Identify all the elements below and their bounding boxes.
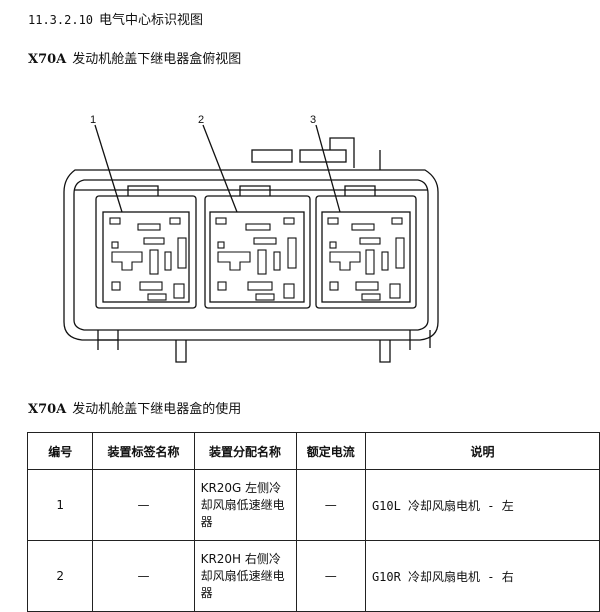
assign-text: KR20G 左侧冷却风扇低速继电器 (200, 480, 285, 529)
relay-box-diagram: 1 2 3 (63, 114, 439, 363)
header-current: 额定电流 (295, 432, 366, 470)
callout-3: 3 (310, 114, 316, 126)
table-title: X70A 发动机舱盖下继电器盒的使用 (28, 398, 241, 417)
header-label: 装置标签名称 (92, 432, 195, 470)
section-number: 11.3.2.10 (28, 13, 94, 27)
callout-1: 1 (90, 114, 96, 126)
cell-assign: KR20G 左侧冷却风扇低速继电器 (193, 469, 297, 541)
cell-label: — (92, 469, 195, 541)
header-assign: 装置分配名称 (193, 432, 297, 470)
table-header-row: 编号 装置标签名称 装置分配名称 额定电流 说明 (26, 432, 600, 470)
usage-table: 编号 装置标签名称 装置分配名称 额定电流 说明 1 — KR20G 左侧冷却风… (26, 432, 600, 612)
assign-text: KR20H 右侧冷却风扇低速继电器 (200, 551, 285, 600)
cell-number: 2 (26, 540, 94, 612)
section-heading: 11.3.2.10 电气中心标识视图 (28, 9, 203, 28)
figure-title: X70A 发动机舱盖下继电器盒俯视图 (28, 48, 241, 67)
callout-2: 2 (198, 114, 204, 126)
header-number: 编号 (26, 432, 94, 470)
cell-assign: KR20H 右侧冷却风扇低速继电器 (193, 540, 297, 612)
figure-title-text: 发动机舱盖下继电器盒俯视图 (72, 52, 242, 67)
table-row: 1 — KR20G 左侧冷却风扇低速继电器 — G10L 冷却风扇电机 - 左 (26, 469, 600, 541)
table-row: 2 — KR20H 右侧冷却风扇低速继电器 — G10R 冷却风扇电机 - 右 (26, 540, 600, 612)
cell-desc: G10R 冷却风扇电机 - 右 (364, 540, 600, 612)
cell-current: — (295, 469, 366, 541)
cell-current: — (295, 540, 366, 612)
cell-desc: G10L 冷却风扇电机 - 左 (364, 469, 600, 541)
header-desc: 说明 (364, 432, 600, 470)
table-code: X70A (28, 402, 67, 417)
cell-label: — (92, 540, 195, 612)
cell-number: 1 (26, 469, 94, 541)
figure-code: X70A (28, 52, 67, 67)
section-title: 电气中心标识视图 (99, 13, 204, 28)
table-title-text: 发动机舱盖下继电器盒的使用 (72, 402, 242, 417)
